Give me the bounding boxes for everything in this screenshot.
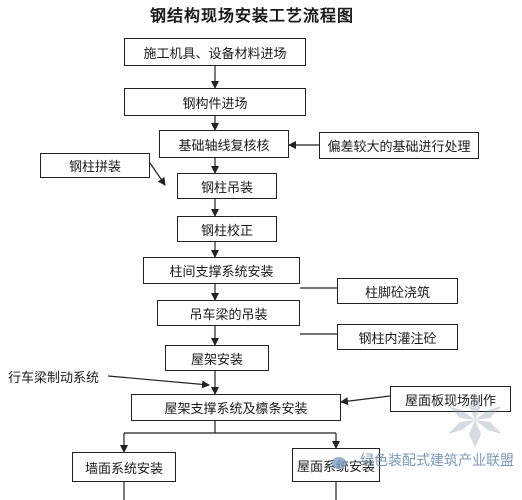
- step-axis-recheck: 基础轴线复核核: [159, 130, 289, 158]
- step-column-bracing: 柱间支撑系统安装: [143, 257, 300, 284]
- step-crane-beam-hoisting: 吊车梁的吊装: [157, 300, 300, 326]
- watermark-text: 绿色装配式建筑产业联盟: [360, 453, 514, 469]
- page-title: 钢结构现场安装工艺流程图: [150, 6, 355, 25]
- step-roof-truss-install: 屋架安装: [165, 345, 269, 371]
- step-roof-bracing-purlins: 屋架支撑系统及檩条安装: [131, 394, 341, 421]
- side-roof-panel-fabrication: 屋面板现场制作: [390, 386, 511, 412]
- step-column-correction: 钢柱校正: [177, 216, 277, 242]
- side-foundation-deviation: 偏差较大的基础进行处理: [319, 132, 479, 159]
- step-wall-system: 墙面系统安装: [72, 452, 176, 482]
- side-crane-brake-system: 行车梁制动系统: [8, 371, 100, 386]
- snowflake-logo-icon: [448, 392, 502, 448]
- wechat-icon: [332, 457, 346, 469]
- side-column-base-concrete: 柱脚砼浇筑: [337, 278, 458, 304]
- step-column-hoisting: 钢柱吊装: [177, 173, 277, 199]
- side-column-fill-concrete: 钢柱内灌注砼: [337, 324, 458, 350]
- step-steel-components-entry: 钢构件进场: [124, 88, 306, 116]
- side-column-assembly: 钢柱拼装: [40, 153, 150, 178]
- step-equipment-entry: 施工机具、设备材料进场: [124, 38, 306, 66]
